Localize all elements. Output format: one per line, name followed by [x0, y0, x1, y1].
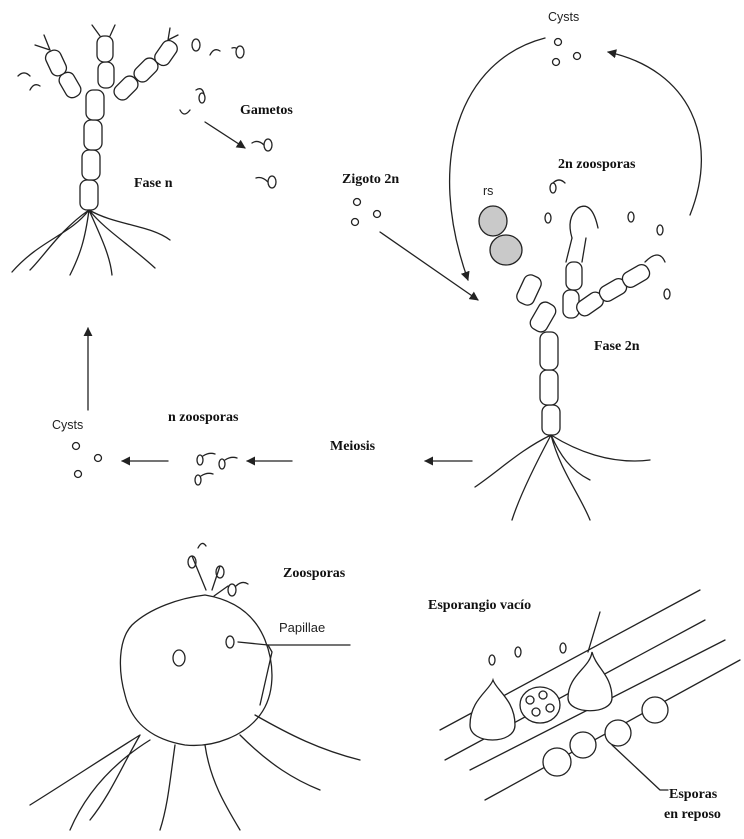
cysts-top-cluster — [553, 39, 581, 66]
sporangium-with-papillae — [30, 543, 360, 830]
hypha-with-sporangia — [440, 590, 740, 800]
label-2n-zoosporas: 2n zoosporas — [558, 157, 635, 173]
gametes — [252, 139, 276, 188]
label-n-zoosporas: n zoosporas — [168, 410, 238, 426]
label-papillae: Papillae — [279, 620, 325, 635]
n-zoospores — [195, 453, 237, 485]
label-esporas: Esporas — [669, 787, 717, 803]
label-cysts-left: Cysts — [52, 418, 83, 432]
arrow-to-gametes — [205, 122, 245, 148]
label-zoosporas: Zoosporas — [283, 566, 345, 582]
label-en-reposo: en reposo — [664, 807, 721, 823]
label-meiosis: Meiosis — [330, 439, 375, 455]
label-gametos: Gametos — [240, 103, 293, 119]
label-rs: rs — [483, 184, 493, 198]
label-fase-n: Fase n — [134, 176, 173, 192]
diploid-thallus — [475, 180, 670, 520]
zygotes — [352, 199, 381, 226]
arrow-zoospores-to-cysts — [608, 52, 701, 215]
cysts-left-cluster — [73, 443, 102, 478]
haploid-thallus — [12, 25, 244, 275]
label-esporangio-vacio: Esporangio vacío — [428, 598, 531, 614]
label-cysts-top: Cysts — [548, 10, 579, 24]
label-zigoto-2n: Zigoto 2n — [342, 172, 399, 188]
label-fase-2n: Fase 2n — [594, 339, 640, 355]
